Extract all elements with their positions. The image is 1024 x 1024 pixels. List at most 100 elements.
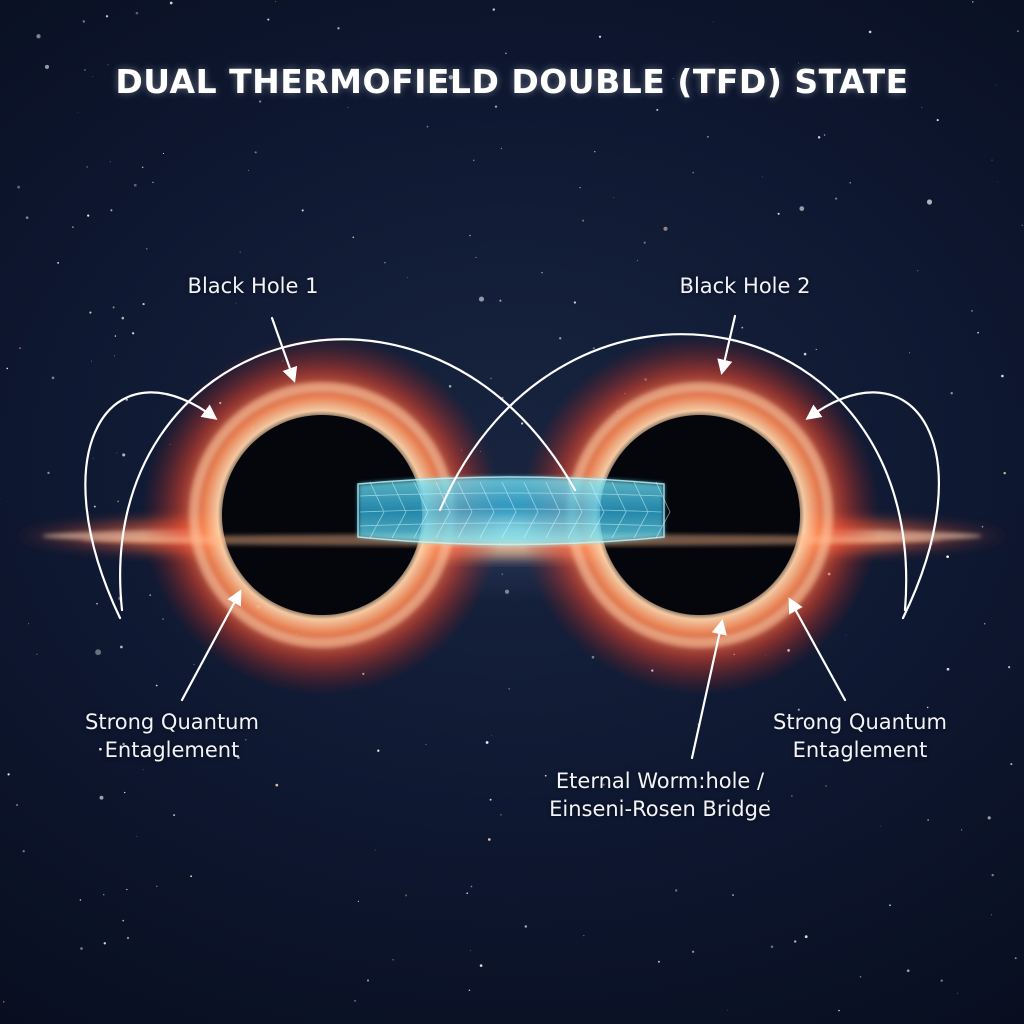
star <box>940 979 943 982</box>
star <box>936 119 939 122</box>
star <box>469 234 471 237</box>
black-hole-1-pointer <box>270 316 298 383</box>
star <box>520 422 524 425</box>
star <box>817 136 821 139</box>
star <box>544 774 547 777</box>
star <box>1017 30 1019 33</box>
star <box>237 756 240 759</box>
wormhole-mesh-line <box>413 481 429 539</box>
star <box>117 500 119 503</box>
star <box>977 331 979 334</box>
star <box>354 999 357 1002</box>
star <box>494 105 498 108</box>
star <box>36 34 41 39</box>
star <box>712 800 714 802</box>
star <box>492 8 496 11</box>
star <box>970 309 974 312</box>
event-horizon-1 <box>222 415 422 615</box>
star <box>107 64 109 66</box>
star <box>583 934 585 937</box>
entanglement-left-line1: Strong Quantum <box>85 710 259 734</box>
star <box>357 900 359 902</box>
star <box>991 873 994 877</box>
star <box>377 749 380 752</box>
star <box>57 262 59 264</box>
star <box>36 653 38 655</box>
wormhole-mesh-line <box>391 481 407 539</box>
star <box>741 326 744 329</box>
star <box>384 261 386 264</box>
black-hole-2-label: Black Hole 2 <box>645 272 845 300</box>
star <box>504 589 510 594</box>
star <box>777 212 780 215</box>
star <box>791 795 793 797</box>
star <box>7 773 10 776</box>
star <box>122 919 125 922</box>
star <box>501 573 503 575</box>
star <box>797 708 800 711</box>
star <box>347 106 349 108</box>
star <box>712 21 714 23</box>
entanglement-right-label: Strong Quantum Entaglement <box>760 708 960 764</box>
star <box>995 84 997 86</box>
star <box>267 18 270 21</box>
star <box>169 1 173 5</box>
star <box>131 332 135 335</box>
star <box>541 272 543 274</box>
star <box>868 30 872 34</box>
star <box>425 744 427 746</box>
star <box>245 739 247 741</box>
star <box>815 348 817 350</box>
wormhole-mesh-line <box>611 481 627 539</box>
black-hole-2-label-text: Black Hole 2 <box>679 274 811 298</box>
star <box>103 942 107 945</box>
star <box>93 457 95 459</box>
star <box>657 960 660 963</box>
star <box>1001 374 1004 378</box>
star <box>155 684 158 687</box>
star <box>142 303 145 306</box>
star <box>156 885 158 888</box>
star <box>99 795 104 800</box>
star <box>573 301 577 304</box>
star <box>598 35 602 38</box>
star <box>95 649 102 656</box>
star <box>594 151 596 153</box>
star <box>559 337 562 340</box>
entanglement-right-pointer <box>788 597 847 702</box>
star <box>767 800 770 802</box>
star <box>110 209 113 212</box>
star <box>1021 224 1024 227</box>
star <box>77 111 79 113</box>
star <box>426 125 429 128</box>
star <box>692 171 695 174</box>
star <box>981 526 984 528</box>
star <box>337 27 340 30</box>
black-hole-1-label-text: Black Hole 1 <box>187 274 319 298</box>
star <box>961 829 963 831</box>
star <box>19 347 21 349</box>
star <box>448 75 453 80</box>
star <box>258 100 262 103</box>
wormhole-label: Eternal Worm:hole / Einseni-Rosen Bridge <box>540 767 780 823</box>
star <box>114 335 117 337</box>
star <box>794 940 797 943</box>
star <box>761 176 763 178</box>
star <box>1003 471 1006 475</box>
star <box>602 783 605 787</box>
star <box>275 1 277 3</box>
wormhole-pointer <box>690 618 727 760</box>
star <box>142 769 144 771</box>
star <box>1010 763 1013 766</box>
star <box>162 618 164 620</box>
star <box>500 147 502 149</box>
star <box>47 471 50 475</box>
wormhole-mesh-line <box>567 481 583 539</box>
star <box>889 904 891 906</box>
wormhole-bridge <box>357 476 671 546</box>
star <box>799 206 805 211</box>
star <box>1007 665 1011 669</box>
star <box>691 950 695 953</box>
star <box>152 181 154 184</box>
star <box>121 316 125 320</box>
